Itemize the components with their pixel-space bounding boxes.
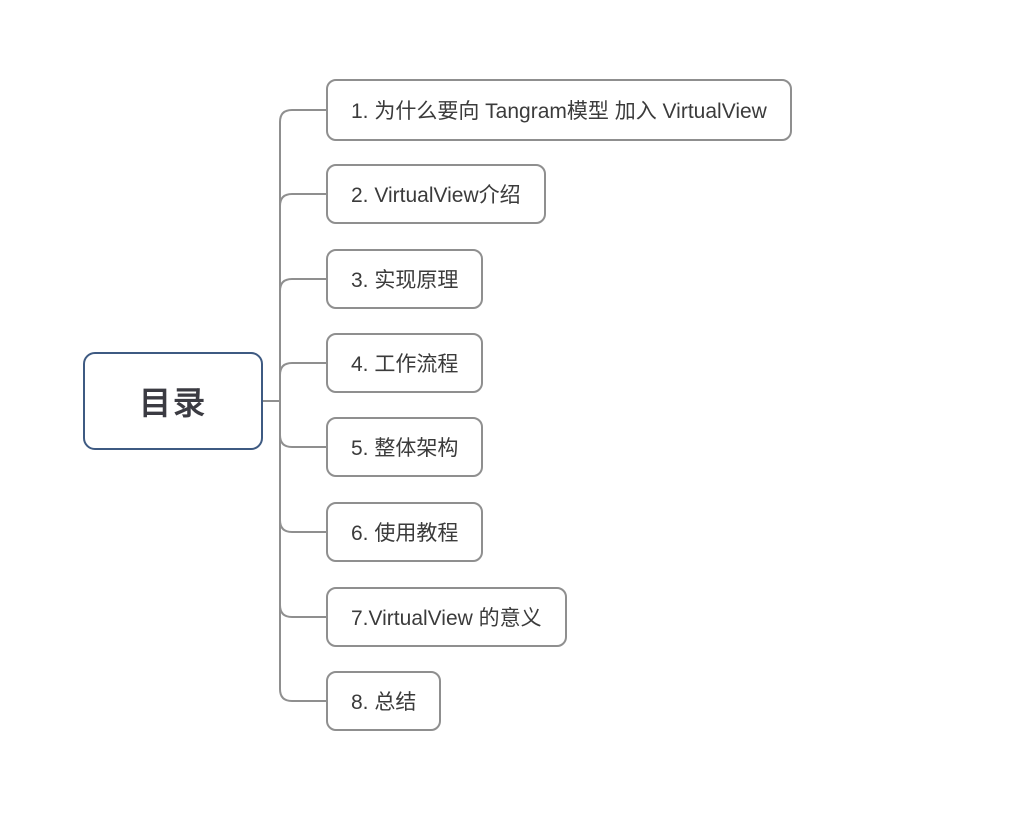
topic-node-label: 6. 使用教程	[351, 522, 459, 545]
topic-node-label: 1. 为什么要向 Tangram模型 加入 VirtualView	[351, 100, 767, 123]
topic-node-label: 7.VirtualView 的意义	[351, 607, 542, 630]
topic-node-label: 3. 实现原理	[351, 269, 459, 292]
topic-node-2[interactable]: 2. VirtualView介绍	[326, 164, 546, 224]
topic-node-8[interactable]: 8. 总结	[326, 671, 442, 731]
topic-node-label: 2. VirtualView介绍	[351, 184, 521, 207]
topic-node-6[interactable]: 6. 使用教程	[326, 502, 484, 562]
topic-node-1[interactable]: 1. 为什么要向 Tangram模型 加入 VirtualView	[326, 79, 792, 141]
topic-node-label: 5. 整体架构	[351, 437, 459, 460]
topic-node-label: 8. 总结	[351, 691, 417, 714]
topic-node-5[interactable]: 5. 整体架构	[326, 417, 484, 477]
topic-node-3[interactable]: 3. 实现原理	[326, 249, 484, 309]
root-node-topic[interactable]: 目录	[83, 352, 263, 450]
topic-node-7[interactable]: 7.VirtualView 的意义	[326, 587, 567, 647]
topic-node-label: 4. 工作流程	[351, 353, 459, 376]
topic-node-4[interactable]: 4. 工作流程	[326, 333, 484, 393]
root-node-label: 目录	[138, 385, 207, 421]
